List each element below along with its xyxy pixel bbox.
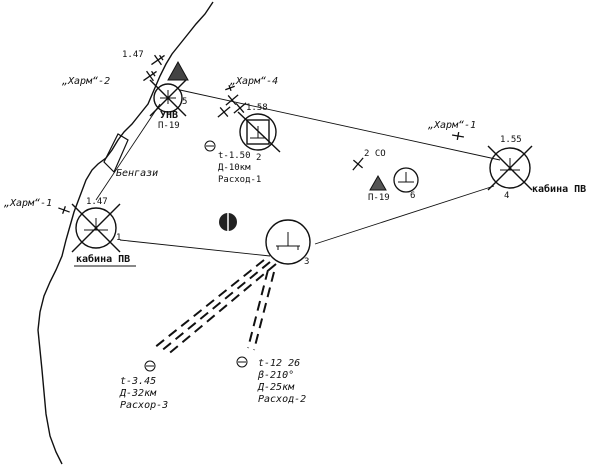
svg-text:t-12 26: t-12 26 xyxy=(258,358,300,369)
site-1 xyxy=(71,203,121,253)
coastline xyxy=(37,1,214,465)
label-unv: УНВ xyxy=(160,110,178,121)
svg-text:Расхор-3: Расхор-3 xyxy=(120,400,168,411)
label-site-3: 3 xyxy=(304,257,309,267)
svg-text:Д-10км: Д-10км xyxy=(218,163,251,173)
svg-text:t-1.50: t-1.50 xyxy=(218,151,251,161)
label-site-5: 5 xyxy=(182,97,187,107)
svg-text:Д-25км: Д-25км xyxy=(257,382,295,393)
svg-text:Расход-2: Расход-2 xyxy=(258,394,306,405)
benghazi-city xyxy=(103,133,129,174)
label-harm4: „Харм“-4 xyxy=(229,76,278,87)
missile-trails xyxy=(153,259,277,357)
label-alt-158: 1.58 xyxy=(246,103,268,113)
label-cabin-left: кабина ПВ xyxy=(76,253,130,265)
svg-text:t-3.45: t-3.45 xyxy=(120,376,156,387)
site-4 xyxy=(487,145,533,191)
svg-text:Расход-1: Расход-1 xyxy=(218,175,261,185)
triangle-marker-top xyxy=(167,60,189,81)
triangle-marker-mid xyxy=(369,174,387,191)
note-1: t-1.50 Д-10км Расход-1 xyxy=(218,151,261,185)
label-cabin-right: кабина ПВ xyxy=(532,183,586,195)
note-2: t-12 26 β-210° Д-25км Расход-2 xyxy=(257,358,306,405)
center-marker xyxy=(219,213,237,231)
label-co: 2 СО xyxy=(364,149,386,159)
label-site-2: 2 xyxy=(256,153,261,163)
label-alt-155: 1.55 xyxy=(500,135,522,145)
label-harm2: „Харм“-2 xyxy=(61,76,110,87)
label-harm1-top: „Харм“-1 xyxy=(427,120,476,131)
svg-text:Д-32км: Д-32км xyxy=(119,388,157,399)
label-site-6: 6 xyxy=(410,191,415,201)
label-site-1: 1 xyxy=(116,233,121,243)
label-alt-147-left: 1.47 xyxy=(86,197,108,207)
label-alt-147-top: 1.47 xyxy=(122,50,144,60)
site-3 xyxy=(265,219,311,265)
site-5 xyxy=(149,79,187,117)
svg-text:β-210°: β-210° xyxy=(257,370,294,381)
note-3: t-3.45 Д-32км Расхор-3 xyxy=(119,376,168,411)
label-site-4: 4 xyxy=(504,191,509,201)
aircraft-icons xyxy=(58,54,465,214)
site-6 xyxy=(393,167,419,193)
missile-markers xyxy=(144,140,248,372)
site-2 xyxy=(237,111,281,153)
label-p19-b: П-19 xyxy=(368,193,390,203)
label-p19-a: П-19 xyxy=(158,121,180,131)
label-harm1-left: „Харм“-1 xyxy=(3,198,52,209)
label-benghazi: Бенгази xyxy=(116,168,158,179)
